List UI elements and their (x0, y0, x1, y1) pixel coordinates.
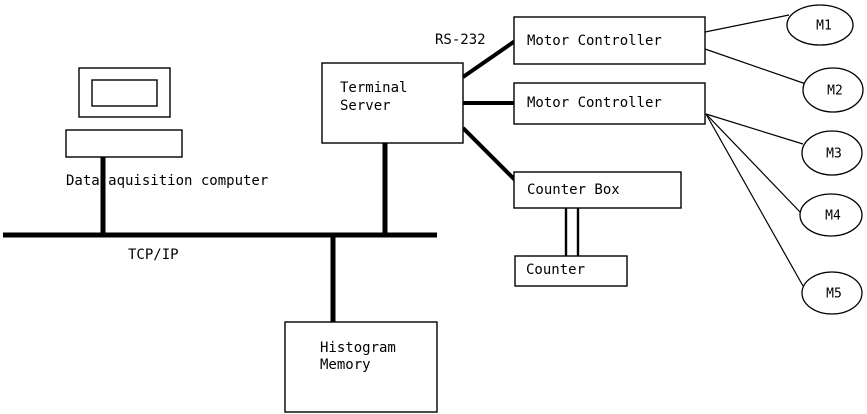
tcpip-label: TCP/IP (128, 247, 179, 263)
node-counter[interactable]: Counter (514, 255, 628, 287)
motor-controller-1-label: Motor Controller (527, 33, 662, 49)
node-motor-m4[interactable]: M4 (799, 193, 863, 237)
motor-m5-ellipse (801, 271, 863, 315)
node-motor-m1[interactable]: M1 (786, 4, 854, 46)
motor-m3-label: M3 (826, 147, 842, 162)
rs232-label: RS-232 (435, 32, 486, 48)
node-motor-m2[interactable]: M2 (802, 67, 864, 113)
motor-m4-label: M4 (825, 209, 841, 224)
counter-label: Counter (526, 262, 585, 278)
motor-controller-2-label: Motor Controller (527, 95, 662, 111)
terminal-server-box (321, 62, 464, 144)
counter-box-label: Counter Box (527, 182, 620, 198)
histogram-memory-box (284, 321, 438, 413)
motor-m1-ellipse (786, 4, 854, 46)
motor-m1-label: M1 (816, 19, 832, 34)
link-motor-controller-2-to-m3 (705, 113, 804, 145)
counter-box-rect (513, 171, 682, 209)
terminal-server-label-line1: Terminal (340, 80, 407, 96)
node-histogram-memory[interactable]: Histogram Memory (284, 321, 438, 413)
link-motor-controller-1-to-m2 (704, 48, 807, 85)
motor-m5-label: M5 (826, 287, 842, 302)
node-counter-box[interactable]: Counter Box (513, 171, 682, 209)
motor-m3-ellipse (801, 130, 863, 176)
motor-controller-1-box (513, 16, 706, 65)
node-motor-m5[interactable]: M5 (801, 271, 863, 315)
link-motor-controller-1-to-m1 (704, 14, 790, 33)
histogram-memory-label-line2: Memory (320, 357, 371, 373)
link-motor-controller-2-to-m5 (705, 113, 804, 287)
computer-base-unit (65, 129, 183, 158)
motor-m2-label: M2 (827, 84, 843, 99)
motor-m2-ellipse (802, 67, 864, 113)
motor-m4-ellipse (799, 193, 863, 237)
node-data-acquisition-computer[interactable]: Data aquisition computer (65, 67, 268, 189)
motor-controller-2-box (513, 82, 706, 125)
histogram-memory-label-line1: Histogram (320, 340, 396, 356)
link-terminal-server-to-counter-box (461, 126, 518, 183)
link-terminal-server-to-motor-controller-1 (461, 39, 517, 79)
node-motor-controller-1[interactable]: Motor Controller (513, 16, 706, 65)
node-motor-controller-2[interactable]: Motor Controller (513, 82, 706, 125)
monitor-screen (91, 79, 158, 107)
counter-rect (514, 255, 628, 287)
node-terminal-server[interactable]: Terminal Server (321, 62, 464, 144)
terminal-server-label-line2: Server (340, 98, 391, 114)
node-motor-m3[interactable]: M3 (801, 130, 863, 176)
data-acquisition-computer-label: Data aquisition computer (66, 173, 268, 189)
link-motor-controller-2-to-m4 (705, 113, 802, 214)
